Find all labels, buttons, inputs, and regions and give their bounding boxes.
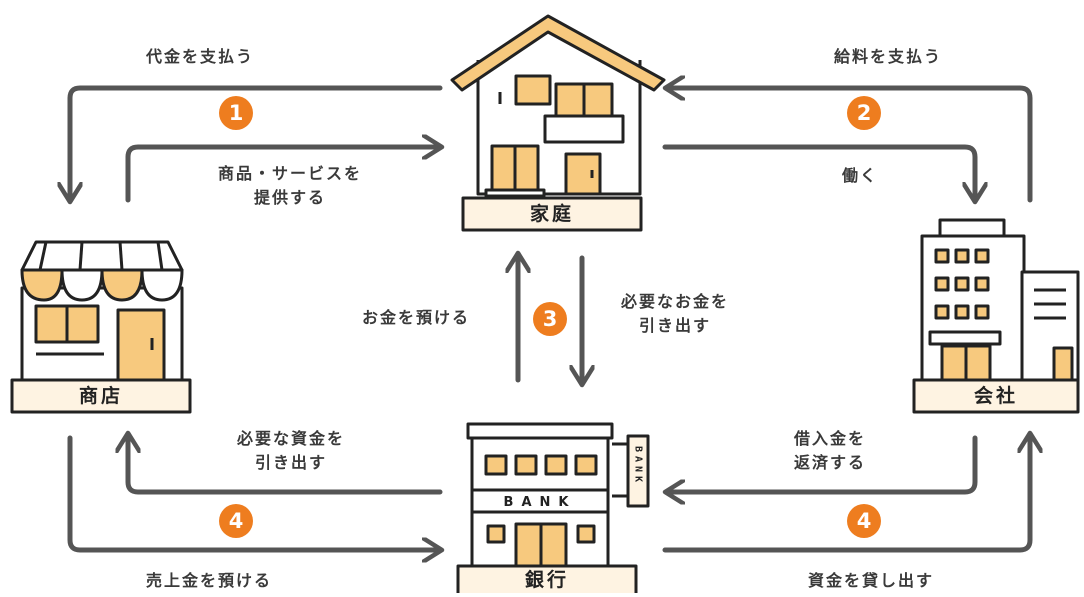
step-badge-4-right: 4 (847, 504, 881, 538)
arrow-pay-price (70, 85, 443, 197)
flow-label-pay-price: 代金を支払う (146, 47, 255, 66)
arrow-lend-funds (662, 438, 1030, 553)
house-illustration (450, 14, 666, 232)
arrow-provide-goods (125, 147, 437, 203)
arrow-withdraw-funds (128, 438, 443, 495)
flow-label-lend-funds: 資金を貸し出す (808, 571, 935, 590)
flow-label-withdraw-needed: 必要なお金を 引き出す (620, 292, 729, 335)
node-label-store: 商店 (78, 385, 123, 407)
step-badge-1: 1 (219, 96, 253, 130)
company-illustration (912, 218, 1080, 414)
bank-sign-horizontal: BANK (504, 495, 577, 510)
arrow-repay-loan (670, 435, 978, 492)
flow-label-pay-salary: 給料を支払う (834, 47, 943, 66)
flow-label-deposit-sales: 売上金を預ける (146, 571, 273, 590)
flow-label-deposit: お金を預ける (362, 308, 471, 327)
step-badge-3: 3 (533, 302, 567, 336)
flow-label-withdraw-funds: 必要な資金を 引き出す (236, 429, 345, 472)
arrow-work (662, 144, 975, 197)
flow-label-provide-goods: 商品・サービスを 提供する (217, 164, 362, 207)
step-badge-4-left: 4 (219, 504, 253, 538)
arrow-deposit-sales (67, 435, 437, 550)
flow-label-work: 働く (842, 166, 879, 185)
bank-illustration (456, 422, 650, 593)
flow-label-repay-loan: 借入金を 返済する (793, 429, 866, 472)
node-label-home: 家庭 (529, 203, 574, 225)
arrow-pay-salary (670, 88, 1033, 203)
bank-sign-vertical: BANK (633, 446, 644, 486)
node-label-company: 会社 (973, 385, 1018, 407)
store-illustration (10, 240, 192, 414)
step-badge-2: 2 (847, 96, 881, 130)
node-label-bank: 銀行 (524, 569, 569, 591)
